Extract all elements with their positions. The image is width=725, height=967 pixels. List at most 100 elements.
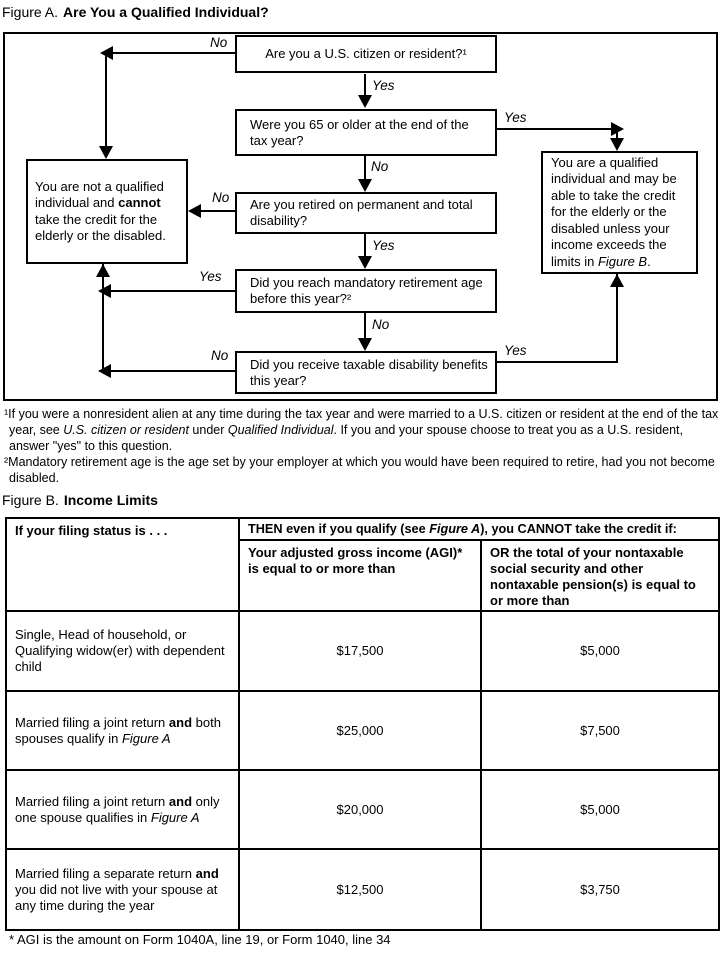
status-mid: both spouses qualify in [15, 714, 221, 746]
header-filing-status: If your filing status is . . . [5, 517, 240, 612]
arrowhead-right-q2-yes [611, 122, 624, 136]
figure-a-prefix: Figure A. [2, 4, 59, 20]
flow-line-q3-no [199, 210, 235, 212]
flowchart-box-mandatory-age: Did you reach mandatory retirement age b… [235, 269, 497, 313]
qualified-italic: Figure B [597, 253, 648, 269]
table-row: Single, Head of household, or Qualifying… [5, 610, 721, 692]
flowchart-box-taxable-benefits: Did you receive taxable disability benef… [235, 351, 497, 394]
flowchart-box-retired: Are you retired on permanent and total d… [235, 192, 497, 234]
status-pre: Married filing a joint return [15, 793, 169, 809]
flow-line-q4-no [364, 313, 366, 340]
row-status: Married filing a joint return and both s… [5, 690, 240, 771]
then-post: ), you CANNOT take the credit if: [480, 522, 677, 536]
flow-label-q4-no: No [372, 317, 390, 332]
row-status: Single, Head of household, or Qualifying… [5, 610, 240, 692]
flowchart-box-age65-text: Were you 65 or older at the end of the t… [250, 116, 469, 148]
footnote-1-italic-qualified: Qualified Individual [227, 423, 334, 437]
table-row: Married filing a joint return and only o… [5, 769, 721, 850]
header-agi: Your adjusted gross income (AGI)* is equ… [238, 539, 482, 612]
flow-label-q2-yes: Yes [504, 110, 527, 125]
flow-line-q2-yes-h [497, 128, 614, 130]
figure-b-title: Figure B.Income Limits [2, 492, 158, 508]
status-bold: and [168, 714, 193, 730]
row-status: Married filing a separate return and you… [5, 848, 240, 931]
flow-line-q4-yes [110, 290, 235, 292]
status-pre: Married filing a separate return [15, 865, 196, 881]
footnote-1-mid: under [188, 423, 228, 437]
flow-label-q5-no: No [211, 348, 229, 363]
arrowhead-down-q4-no [358, 338, 372, 351]
row-agi-value: $17,500 [238, 610, 482, 692]
footnote-2: ²Mandatory retirement age is the age set… [4, 455, 715, 485]
row-agi-value: $12,500 [238, 848, 482, 931]
flowchart-box-citizen-text: Are you a U.S. citizen or resident?¹ [265, 46, 467, 61]
header-pension: OR the total of your nontaxable social s… [479, 539, 721, 612]
figure-a-heading: Are You a Qualified Individual? [63, 4, 269, 20]
arrowhead-left-q1-no [100, 46, 113, 60]
status-mid: you did not live with your spouse at any… [15, 881, 218, 913]
flowchart-result-not-qualified: You are not a qualified individual and c… [26, 159, 188, 264]
flow-line-q5-no [110, 370, 235, 372]
table-header-row-1: If your filing status is . . . THEN even… [5, 517, 721, 612]
arrowhead-left-q4-yes [98, 284, 111, 298]
figure-b-heading: Income Limits [63, 492, 158, 508]
status-pre: Married filing a joint return [15, 714, 169, 730]
footnote-1-post: . If you and your spouse choose to treat… [9, 423, 684, 453]
flow-label-q1-no: No [210, 35, 228, 50]
status-bold: and [168, 793, 193, 809]
flowchart-box-citizen: Are you a U.S. citizen or resident?¹ [235, 35, 497, 73]
flowchart-box-age65: Were you 65 or older at the end of the t… [235, 109, 497, 156]
agi-footnote: * AGI is the amount on Form 1040A, line … [9, 932, 391, 947]
then-pre: THEN even if you qualify (see [248, 522, 430, 536]
row-pension-value: $7,500 [479, 690, 721, 771]
status-italic: Figure A [150, 809, 200, 825]
flow-line-q3-yes [364, 234, 366, 258]
flow-line-q2-no [364, 156, 366, 180]
row-pension-value: $5,000 [479, 610, 721, 692]
status-mid: only one spouse qualifies in [15, 793, 220, 825]
flowchart-box-mandatory-age-text: Did you reach mandatory retirement age b… [250, 275, 483, 306]
flow-label-q4-yes: Yes [199, 269, 222, 284]
income-limits-table: If your filing status is . . . THEN even… [5, 517, 721, 931]
footnote-1-italic-citizen: U.S. citizen or resident [63, 423, 189, 437]
flowchart-footnotes: ¹If you were a nonresident alien at any … [3, 406, 719, 486]
arrowhead-left-q3-no [188, 204, 201, 218]
flow-label-q3-yes: Yes [372, 238, 395, 253]
figure-a-title: Figure A.Are You a Qualified Individual? [2, 4, 269, 20]
arrowhead-down-into-qualified-top [610, 138, 624, 151]
then-italic: Figure A [429, 522, 481, 536]
arrowhead-down-into-notqualified-top [99, 146, 113, 159]
arrowhead-up-into-notqualified-bottom [96, 264, 110, 277]
flow-label-q2-no: No [371, 159, 389, 174]
qualified-post: . [647, 253, 651, 269]
flow-label-q1-yes: Yes [372, 78, 395, 93]
arrowhead-left-q5-no [98, 364, 111, 378]
arrowhead-up-into-qualified-bottom [610, 274, 624, 287]
row-agi-value: $20,000 [238, 769, 482, 850]
table-row: Married filing a separate return and you… [5, 848, 721, 931]
flowchart-box-retired-text: Are you retired on permanent and total d… [250, 197, 473, 228]
figure-b-prefix: Figure B. [2, 492, 59, 508]
not-qualified-bold: cannot [118, 195, 161, 210]
table-row: Married filing a joint return and both s… [5, 690, 721, 771]
arrowhead-down-q1-yes [358, 95, 372, 108]
flow-label-q3-no: No [212, 190, 230, 205]
footnote-1-pre: ¹If you were a nonresident alien at any … [4, 407, 719, 437]
footnote-1: ¹If you were a nonresident alien at any … [3, 406, 719, 454]
flowchart-result-qualified-text: You are a qualified individual and may b… [551, 155, 692, 271]
row-pension-value: $5,000 [479, 769, 721, 850]
qualified-pre: You are a qualified individual and may b… [551, 154, 677, 269]
flowchart-box-taxable-benefits-text: Did you receive taxable disability benef… [250, 356, 488, 388]
status-pre: Single, Head of household, or Qualifying… [15, 627, 225, 674]
flow-line-left-collector [102, 264, 104, 372]
flow-line-q5-yes-h [497, 361, 618, 363]
flow-line-q1-no-v [105, 52, 107, 148]
flow-line-q5-yes-v [616, 274, 618, 363]
flow-label-q5-yes: Yes [504, 343, 527, 358]
row-pension-value: $3,750 [479, 848, 721, 931]
row-status: Married filing a joint return and only o… [5, 769, 240, 850]
flowchart-result-not-qualified-text: You are not a qualified individual and c… [35, 179, 182, 245]
row-agi-value: $25,000 [238, 690, 482, 771]
not-qualified-post: take the credit for the elderly or the d… [35, 211, 166, 244]
